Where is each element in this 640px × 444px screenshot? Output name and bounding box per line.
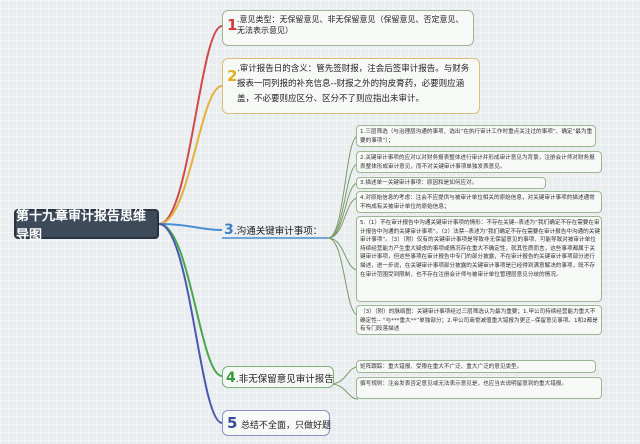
branch-5-box[interactable]: 5 总结不全面，只做好题 xyxy=(222,410,332,436)
branch-3-label: .沟通关键审计事项： xyxy=(233,226,323,237)
branch-3-number: 3 xyxy=(224,222,234,238)
branch-2-box[interactable]: 2 .审计报告日的含义：管先签财报，注会后签审计报告。与财务报表一同列报的补充信… xyxy=(222,58,480,114)
branch-3-leaf-2[interactable]: 2.关键审计事项的应对以对财务报表整体进行审计并形成审计意见为背景，注册会计师对… xyxy=(356,151,602,173)
branch-4-number: 4 xyxy=(226,370,236,386)
root-topic[interactable]: 第十九章审计报告思维导图 xyxy=(14,209,159,243)
branch-4-node: 4.非无保留意见审计报告 xyxy=(226,370,334,386)
branch-3-leaf-5[interactable]: 5.（1）不在审计报告中沟通关键审计事项的情形：不存在关键--表述为“我们确定不… xyxy=(356,216,602,302)
branch-3-leaf-4-text: 4.对原始信息的考虑：注会不应提供与被审计单位相关的原始信息，对关键审计事项的描… xyxy=(360,195,595,210)
branch-3-leaf-1-text: 1.三层筛选（与治理层沟通的事项、选出“在执行审计工作时重点关注过的事项”、确定… xyxy=(360,129,593,144)
branch-3-leaf-1[interactable]: 1.三层筛选（与治理层沟通的事项、选出“在执行审计工作时重点关注过的事项”、确定… xyxy=(356,125,596,147)
branch-3-leaf-4[interactable]: 4.对原始信息的考虑：注会不应提供与被审计单位相关的原始信息，对关键审计事项的描… xyxy=(356,191,602,213)
branch-3-leaf-3-text: 3.描述单一关键审计事项：原因和是如何应对。 xyxy=(360,180,478,186)
root-title: 第十九章审计报告思维导图 xyxy=(16,209,147,243)
branch-3-leaf-6[interactable]: （3）（附）的脉络图：关键审计事项经过三层筛选认为最为重要；1.甲公司持续经营能… xyxy=(356,305,602,335)
branch-1-number: 1 xyxy=(227,16,238,34)
branch-3-leaf-2-text: 2.关键审计事项的应对以对财务报表整体进行审计并形成审计意见为背景，注册会计师对… xyxy=(360,155,595,170)
branch-3-leaf-5-text: 5.（1）不在审计报告中沟通关键审计事项的情形：不存在关键--表述为“我们确定不… xyxy=(360,220,600,278)
branch-4-label: .非无保留意见审计报告 xyxy=(235,374,334,385)
branch-1-text: .意见类型：无保留意见、非无保留意见（保留意见、否定意见、无法表示意见） xyxy=(237,15,464,35)
branch-1-box[interactable]: 1 .意见类型：无保留意见、非无保留意见（保留意见、否定意见、无法表示意见） xyxy=(222,10,474,46)
branch-3-node[interactable]: 3.沟通关键审计事项： xyxy=(224,222,322,238)
branch-4-leaf-1-text: 矩阵跟踪：重大错报、受限在重大不广泛、重大广泛的意见类型。 xyxy=(360,364,523,370)
branch-4-leaf-2[interactable]: 撰写规则：注会发表否定意见或无法表示意见是，也应当去说明留意到的重大错报。 xyxy=(356,377,602,399)
branch-3-leaf-3[interactable]: 3.描述单一关键审计事项：原因和是如何应对。 xyxy=(356,177,546,189)
branch-4-leaf-2-text: 撰写规则：注会发表否定意见或无法表示意见是，也应当去说明留意到的重大错报。 xyxy=(360,381,567,387)
branch-4-box[interactable]: 4.非无保留意见审计报告 xyxy=(222,366,334,388)
branch-5-number: 5 xyxy=(227,414,238,432)
branch-2-text: .审计报告日的含义：管先签财报，注会后签审计报告。与财务报表一同列报的补充信息-… xyxy=(237,64,470,104)
branch-2-number: 2 xyxy=(227,67,238,85)
branch-4-leaf-1[interactable]: 矩阵跟踪：重大错报、受限在重大不广泛、重大广泛的意见类型。 xyxy=(356,360,596,373)
branch-5-text: 总结不全面，只做好题 xyxy=(241,421,332,431)
branch-3-leaf-6-text: （3）（附）的脉络图：关键审计事项经过三层筛选认为最为重要；1.甲公司持续经营能… xyxy=(360,309,598,333)
